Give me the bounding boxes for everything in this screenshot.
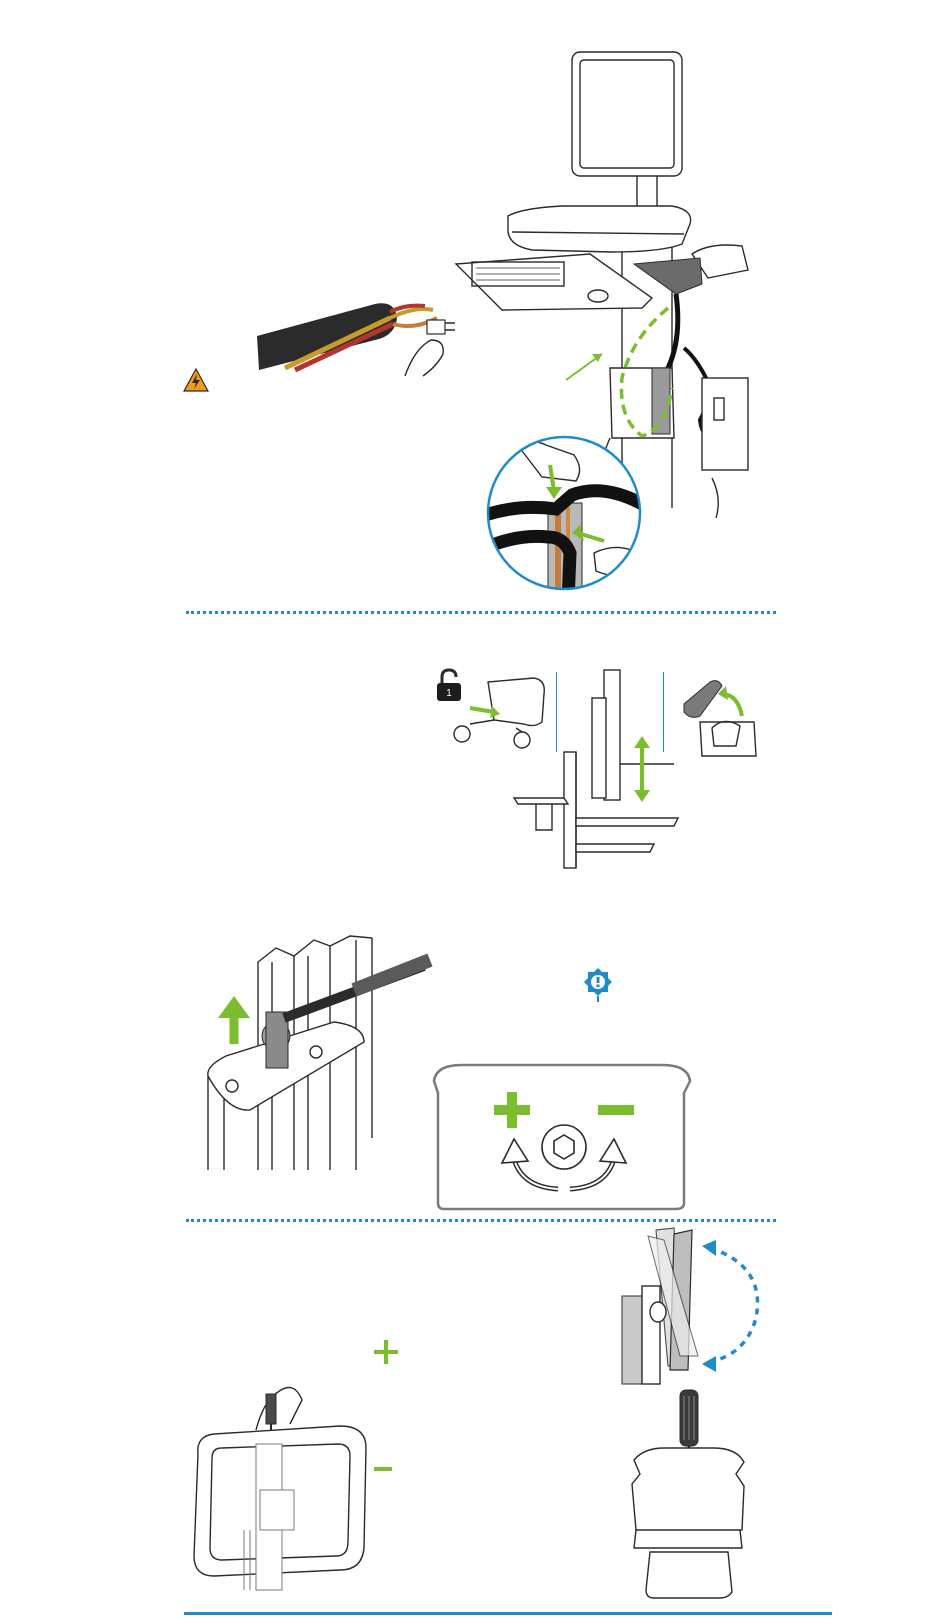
- monitor-tilt-side-view: [618, 1226, 768, 1384]
- footer-rule: [184, 1612, 832, 1615]
- monitor-back-illustration: [190, 1370, 370, 1590]
- release-pedal-illustration: [680, 676, 770, 758]
- height-adjust-side-view: [524, 668, 684, 870]
- information-icon: [584, 966, 612, 1002]
- tension-adjust-dial: [422, 1063, 702, 1211]
- hinge-screwdriver-illustration: [624, 1388, 754, 1598]
- minus-sign-icon: [374, 1464, 392, 1474]
- plus-sign-icon: [374, 1337, 398, 1367]
- column-ratchet-illustration: [204, 926, 444, 1170]
- svg-text:1: 1: [446, 688, 452, 699]
- cable-clip-detail-inset: [484, 433, 644, 593]
- electrical-hazard-icon: [183, 368, 209, 392]
- section-divider: [186, 1219, 776, 1222]
- power-cord-illustration: [255, 296, 465, 386]
- padlock-icon: 1: [436, 668, 462, 702]
- section-divider: [186, 611, 776, 614]
